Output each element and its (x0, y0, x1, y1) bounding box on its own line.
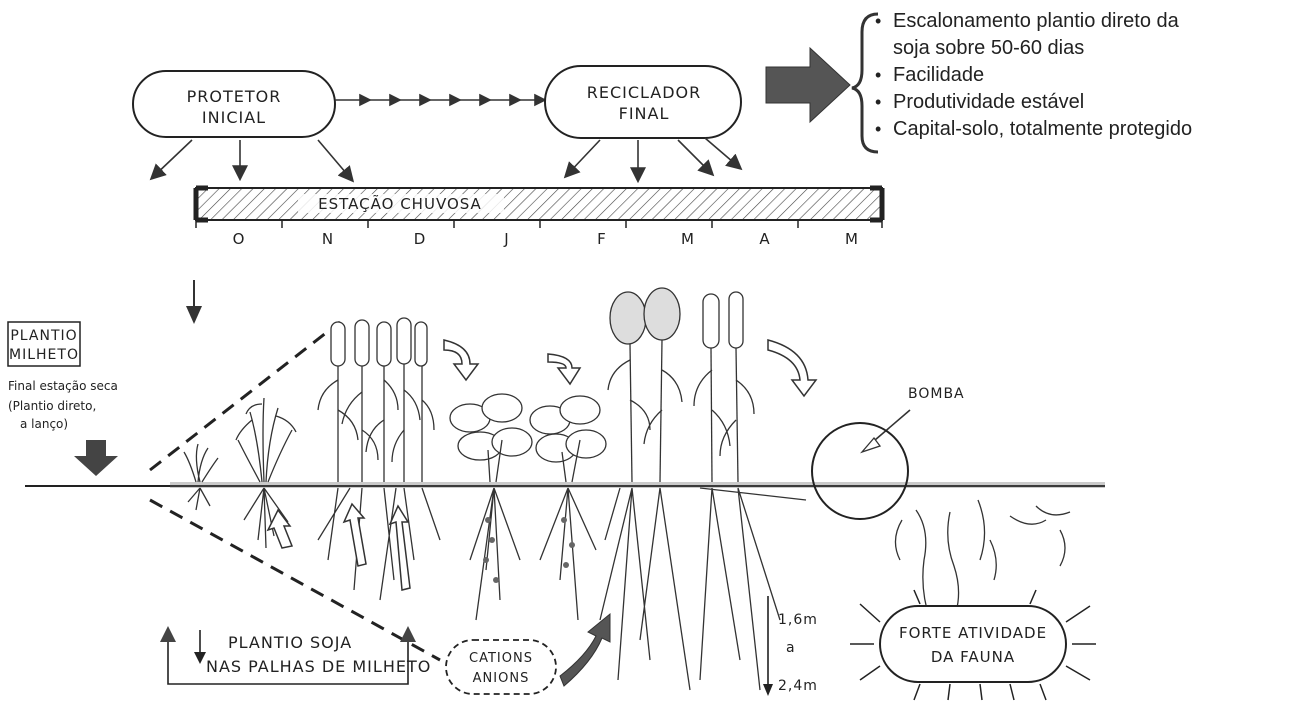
soja-label-2: NAS PALHAS DE MILHETO (206, 657, 431, 676)
dark-down-arrow (74, 440, 118, 476)
plantio-direto-text: (Plantio direto, (8, 399, 96, 413)
a-lanco-text: a lanço) (20, 417, 68, 431)
mulch-layer (170, 482, 1105, 488)
benefits-list: •Escalonamento plantio direto da soja so… (873, 8, 1285, 143)
month-label: O (233, 230, 246, 248)
plantio-milheto-box: PLANTIO MILHETO (8, 322, 80, 366)
soja-label-1: PLANTIO SOJA (228, 633, 352, 652)
cations-anions-node: CATIONS ANIONS (446, 640, 556, 694)
plant-millet-small (184, 444, 218, 510)
depth-bottom: 2,4m (778, 678, 818, 694)
rainy-season-bar: ESTAÇÃO CHUVOSA O N D J F M A M (196, 188, 882, 248)
benefit-item: •Capital-solo, totalmente protegido (873, 116, 1285, 143)
capsule-arrows (152, 138, 740, 180)
month-label: M (845, 230, 859, 248)
nutrient-up-arrows (268, 504, 410, 590)
protetor-label-2: INICIAL (202, 108, 266, 127)
big-right-arrow (766, 48, 850, 122)
depth-mid: a (786, 640, 796, 656)
plantio-label: PLANTIO (10, 328, 77, 344)
growth-triangle (150, 322, 440, 660)
benefit-text: Escalonamento plantio direto da (893, 10, 1179, 32)
reciclador-final-node: RECICLADOR FINAL (545, 66, 741, 138)
protetor-inicial-node: PROTETOR INICIAL (133, 71, 335, 137)
cations-arrow (560, 614, 610, 686)
benefit-text: Produtividade estável (893, 91, 1084, 113)
final-estacao-text: Final estação seca (8, 379, 118, 393)
fauna-roots (895, 500, 1070, 620)
benefit-text: Capital-solo, totalmente protegido (893, 118, 1192, 140)
bomba-circle (812, 423, 908, 519)
bomba-arrowhead (862, 438, 880, 452)
down-arrow-small (186, 280, 202, 324)
benefit-text: Facilidade (893, 64, 984, 86)
protetor-label-1: PROTETOR (187, 87, 282, 106)
anions-label: ANIONS (473, 671, 530, 686)
month-label: M (681, 230, 695, 248)
bomba-label: BOMBA (908, 386, 965, 402)
reciclador-label-1: RECICLADOR (587, 83, 702, 102)
month-label: N (322, 230, 334, 248)
reciclador-label-2: FINAL (619, 104, 670, 123)
benefit-item: •Produtividade estável (873, 89, 1285, 116)
chain-arrow (335, 95, 545, 105)
plant-soybean-2 (530, 396, 606, 620)
month-label: A (759, 230, 770, 248)
milheto-label: MILHETO (9, 347, 79, 363)
fauna-label-2: DA FAUNA (931, 648, 1015, 666)
soja-planting: PLANTIO SOJA NAS PALHAS DE MILHETO (160, 626, 431, 684)
fauna-label-1: FORTE ATIVIDADE (899, 624, 1047, 642)
plant-soybean-1 (450, 394, 532, 620)
benefit-item-continued: soja sobre 50-60 dias (873, 35, 1285, 62)
plant-millet-tall (318, 318, 440, 600)
benefit-item: •Facilidade (873, 62, 1285, 89)
benefit-item: •Escalonamento plantio direto da (873, 8, 1285, 35)
depth-top: 1,6m (778, 612, 818, 628)
cations-label: CATIONS (469, 651, 533, 666)
benefit-text: soja sobre 50-60 dias (893, 37, 1084, 59)
month-label: F (597, 230, 607, 248)
rainy-season-label: ESTAÇÃO CHUVOSA (318, 194, 482, 213)
fauna-node: FORTE ATIVIDADE DA FAUNA (850, 590, 1096, 700)
month-label: J (503, 230, 509, 248)
month-label: D (414, 230, 427, 248)
depth-indicator: 1,6m a 2,4m (763, 596, 818, 696)
